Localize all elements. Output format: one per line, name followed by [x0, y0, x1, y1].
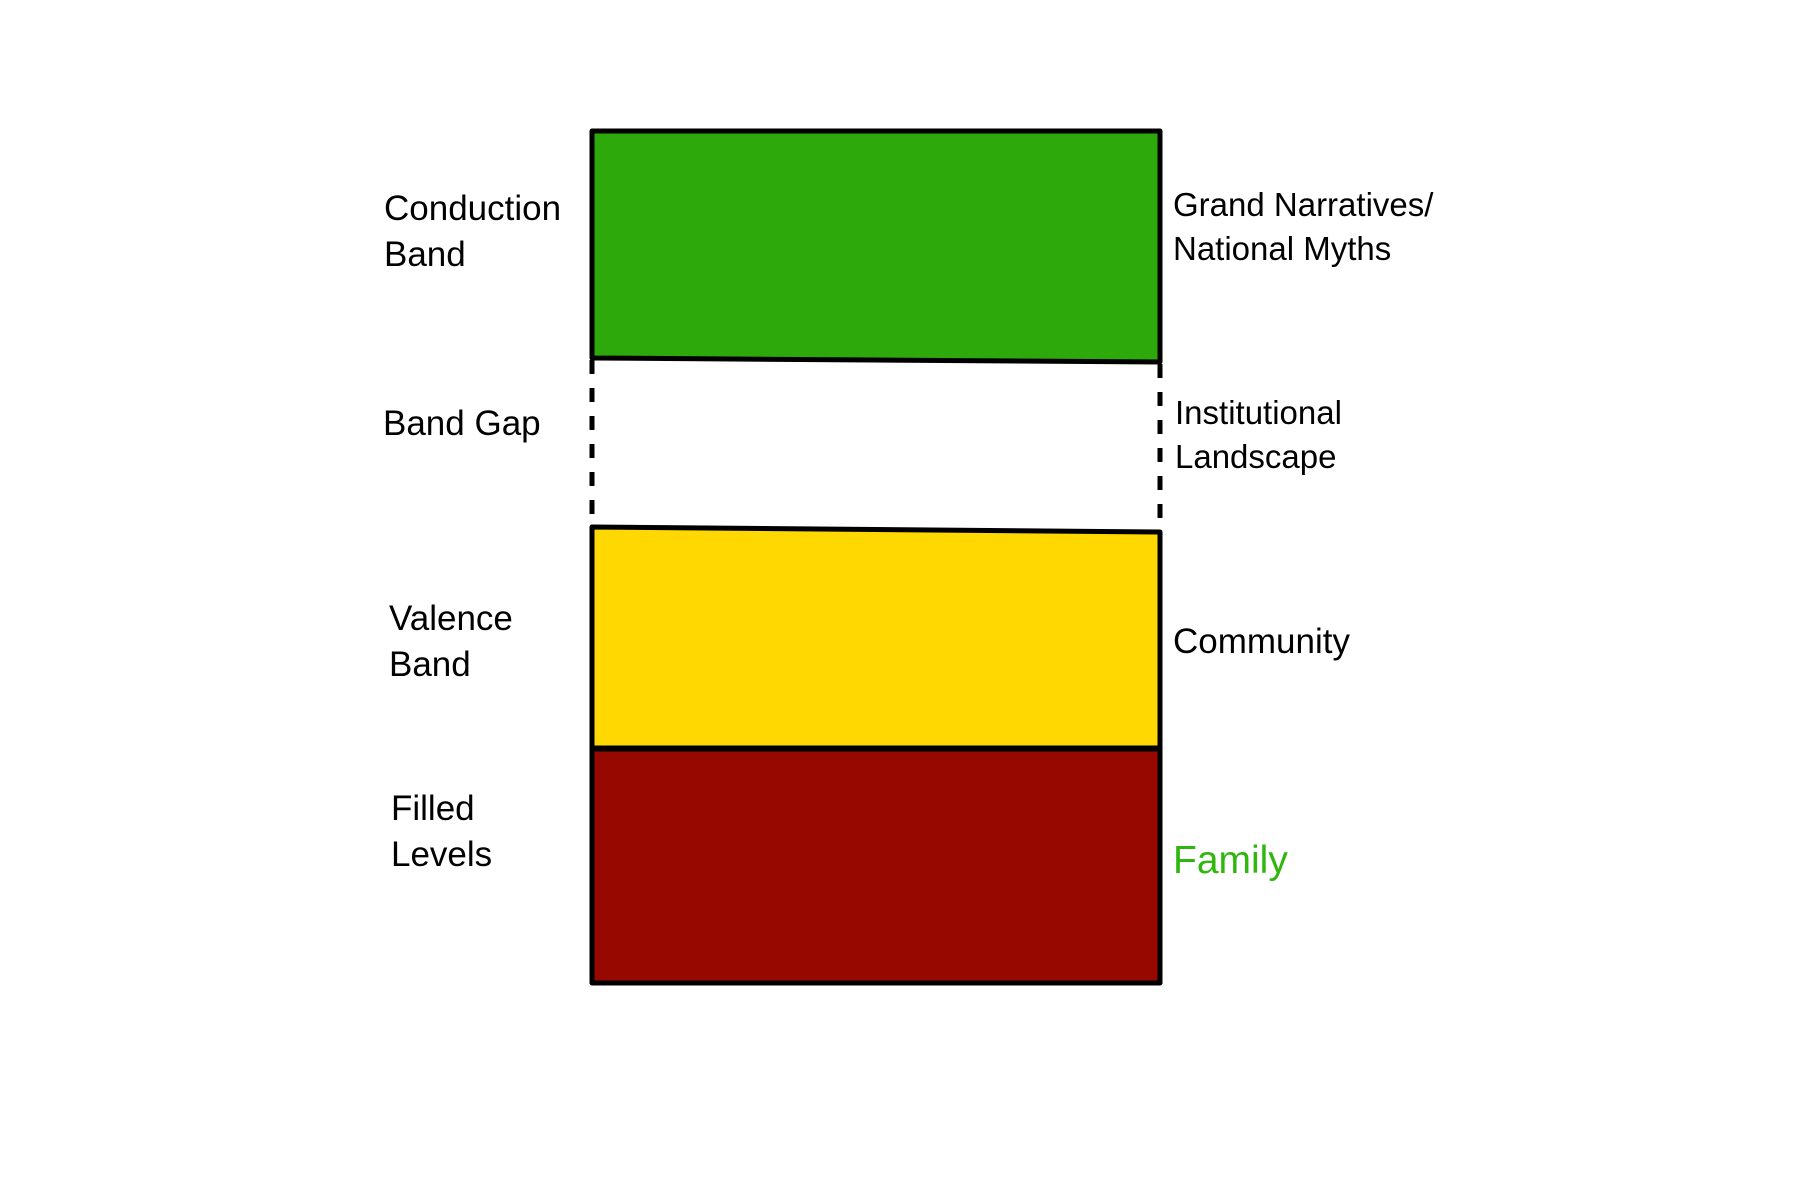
label-line: Band — [384, 235, 466, 274]
label-filled-levels: Filled Levels — [391, 786, 492, 878]
label-line: Landscape — [1175, 438, 1337, 475]
label-band-gap: Band Gap — [383, 401, 541, 447]
label-family: Family — [1173, 838, 1288, 884]
label-line: Band — [389, 645, 471, 684]
label-valence-band: Valence Band — [389, 596, 513, 688]
label-line: National Myths — [1173, 230, 1392, 267]
conduction-band-block — [589, 128, 1163, 365]
label-line: Institutional — [1175, 394, 1342, 431]
label-conduction-band: Conduction Band — [384, 186, 561, 278]
valence-band-block — [589, 524, 1163, 751]
label-line: Conduction — [384, 189, 562, 228]
label-institutional-landscape: Institutional Landscape — [1175, 391, 1342, 479]
label-line: Valence — [389, 599, 513, 638]
filled-levels-block — [589, 746, 1163, 986]
label-line: Grand Narratives/ — [1173, 186, 1434, 223]
label-line: Band Gap — [383, 404, 541, 443]
label-grand-narratives: Grand Narratives/ National Myths — [1173, 183, 1433, 271]
label-line: Filled — [391, 789, 475, 828]
label-community: Community — [1173, 619, 1350, 665]
label-line: Family — [1173, 839, 1288, 882]
label-line: Levels — [391, 835, 493, 874]
label-line: Community — [1173, 622, 1350, 661]
